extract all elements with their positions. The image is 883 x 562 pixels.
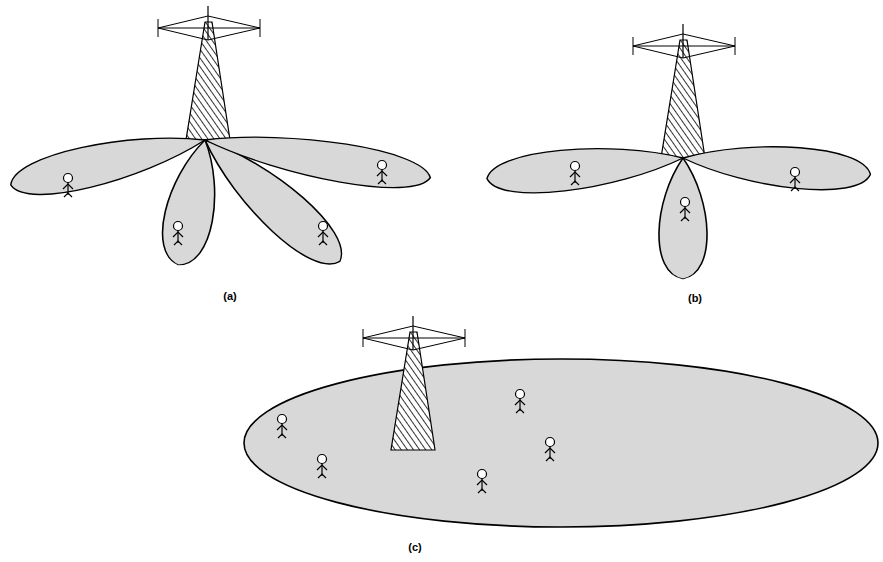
beam-lobe	[155, 135, 229, 270]
user-figure	[790, 168, 800, 192]
antenna-tower	[363, 316, 465, 450]
panel-a	[6, 6, 433, 278]
user-figure	[515, 390, 525, 414]
panel-label: (a)	[223, 290, 236, 302]
panel-b	[485, 24, 872, 279]
beam-lobe	[659, 158, 707, 279]
beam-lobe	[202, 121, 434, 197]
panel-c	[244, 316, 878, 527]
user-figure	[545, 438, 555, 462]
user-figure	[277, 415, 287, 439]
user-figure	[63, 174, 73, 198]
beam-lobe	[485, 138, 685, 199]
coverage-area	[244, 359, 878, 527]
user-figure	[680, 198, 690, 222]
user-figure	[377, 161, 387, 185]
user-figure	[173, 222, 183, 246]
antenna-tower	[633, 24, 735, 158]
user-figure	[570, 162, 580, 186]
antenna-tower	[158, 6, 260, 140]
panel-label: (b)	[688, 292, 702, 304]
user-figure	[318, 222, 328, 246]
beam-lobe	[681, 138, 872, 195]
panel-label: (c)	[408, 541, 421, 553]
user-figure	[317, 455, 327, 479]
user-figure	[477, 470, 487, 494]
